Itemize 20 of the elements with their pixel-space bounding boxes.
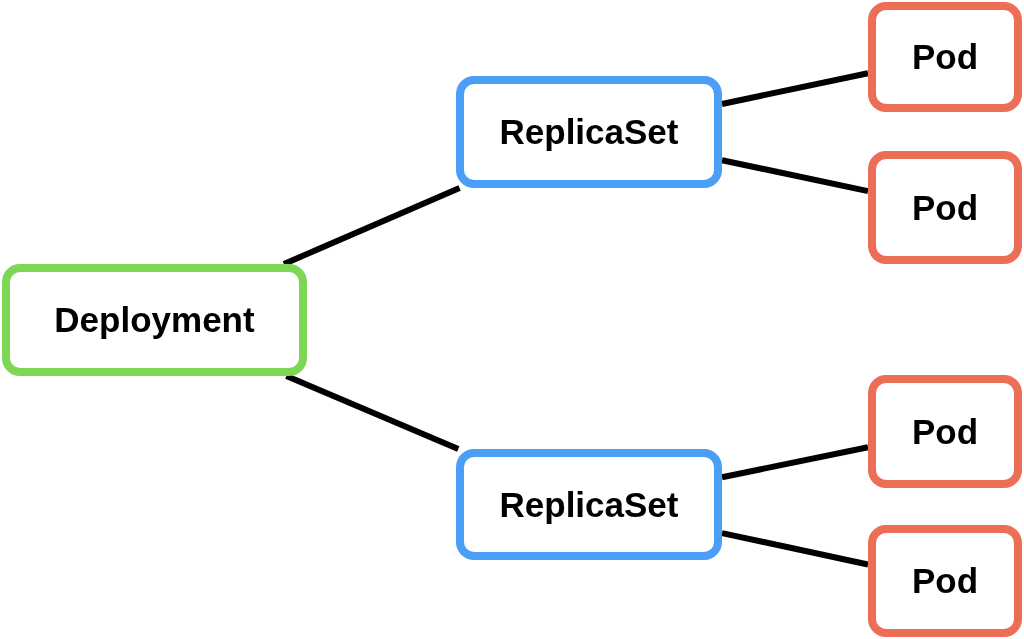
connector-line (721, 530, 869, 568)
connector-line (721, 70, 869, 107)
node-label: Pod (911, 187, 979, 228)
node-label: ReplicaSet (499, 484, 679, 525)
node-box (456, 449, 722, 560)
node-box (868, 525, 1022, 637)
node-box (456, 76, 722, 188)
node-box (2, 264, 307, 376)
connector-line (721, 444, 869, 481)
node-box (868, 151, 1022, 264)
node-label: Pod (911, 411, 979, 452)
connector-line (285, 373, 460, 452)
node-box (868, 2, 1022, 112)
node-label: ReplicaSet (499, 112, 679, 152)
connector-line (282, 185, 461, 267)
node-box (868, 375, 1022, 488)
node-label: Pod (911, 561, 979, 601)
connector-line (721, 157, 869, 195)
node-label: Pod (911, 37, 979, 77)
node-label: Deployment (54, 300, 255, 340)
